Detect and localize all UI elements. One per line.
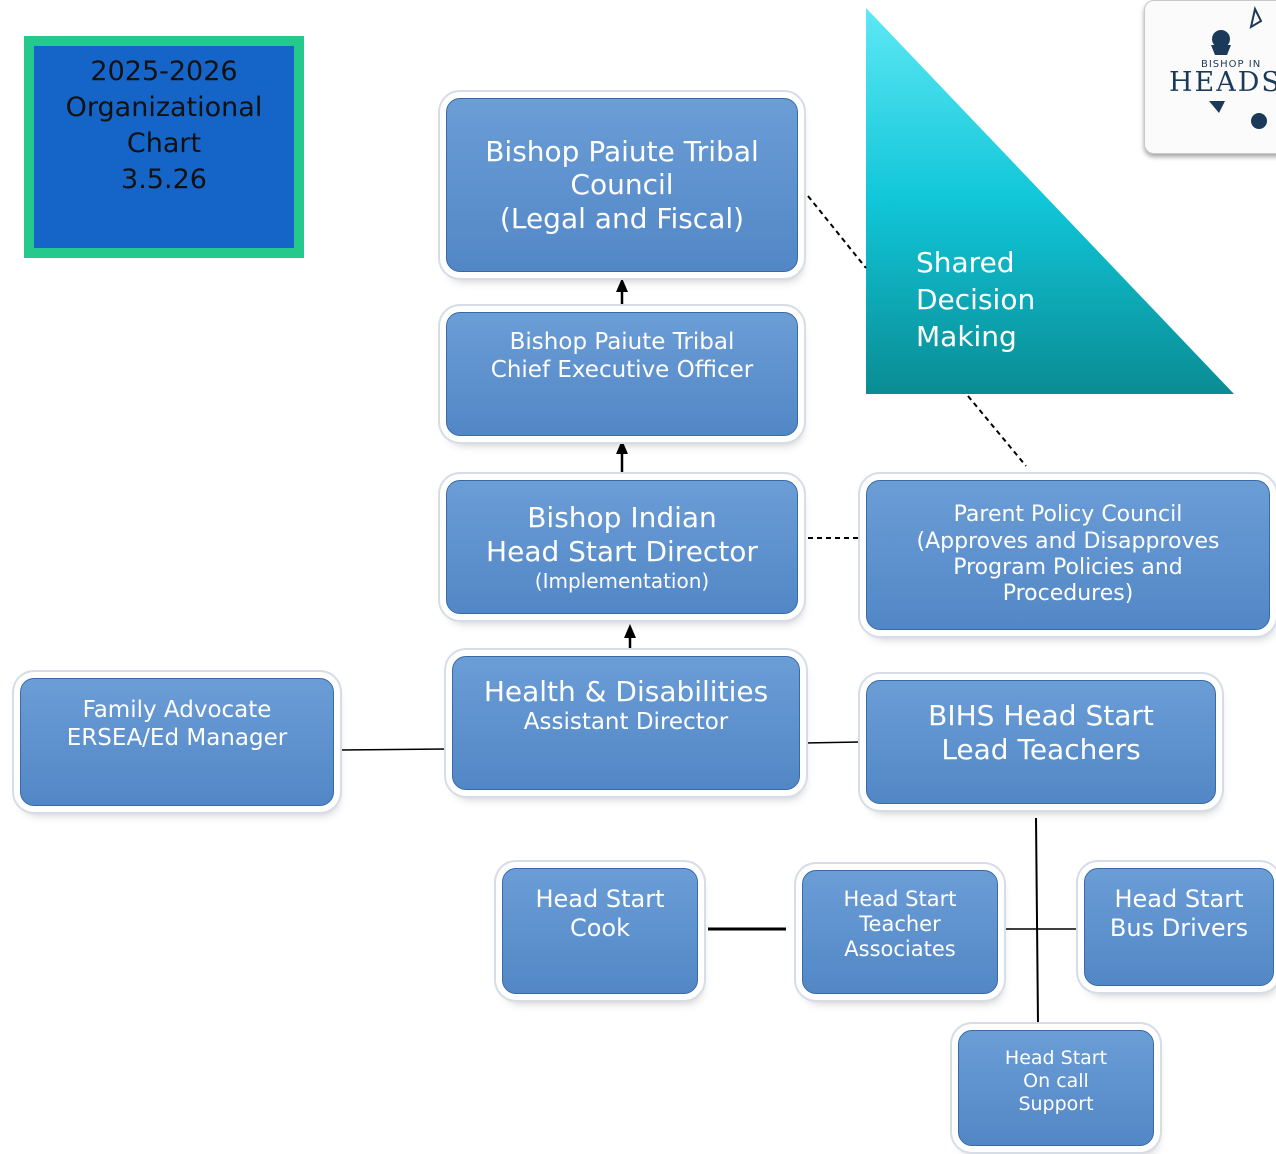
director-line2: Head Start Director: [486, 535, 758, 568]
tribal-council-line2: Council: [570, 168, 674, 202]
tribal-council-line3: (Legal and Fiscal): [499, 201, 745, 235]
connector-health-lead: [803, 741, 861, 744]
logo-main-text: HEADS: [1169, 67, 1276, 98]
associates-line1: Head Start: [843, 887, 957, 911]
arrowhead-ceo-to-council: [616, 278, 628, 292]
family-advocate-box: Family Advocate ERSEA/Ed Manager: [20, 678, 334, 806]
arrowhead-health-to-director: [624, 624, 636, 638]
associates-line3: Associates: [844, 937, 956, 962]
connector-family-health: [339, 748, 447, 751]
tribal-council-line1: Bishop Paiute Tribal: [485, 134, 759, 168]
parent-policy-council-box: Parent Policy Council (Approves and Disa…: [866, 480, 1270, 630]
cook-box: Head Start Cook: [502, 868, 698, 994]
lead-teachers-line2: Lead Teachers: [941, 732, 1141, 766]
policy-line1: Parent Policy Council: [953, 502, 1183, 528]
ceo-line2: Chief Executive Officer: [490, 356, 754, 383]
bus-drivers-line1: Head Start: [1114, 885, 1244, 913]
bus-drivers-box: Head Start Bus Drivers: [1084, 868, 1274, 986]
chart-title-year: 2025-2026: [90, 56, 238, 87]
bishop-indian-head-start-logo: BISHOP IN HEADS: [1144, 0, 1276, 154]
dashed-connector-triangle-policy: [967, 395, 1027, 467]
shared-decision-line2: Decision: [916, 283, 1036, 316]
shared-decision-label: Shared Decision Making: [916, 244, 1035, 355]
lead-teachers-line1: BIHS Head Start: [928, 699, 1154, 732]
cook-line2: Cook: [569, 913, 631, 942]
family-advocate-line1: Family Advocate: [82, 697, 272, 723]
on-call-support-box: Head Start On call Support: [958, 1030, 1154, 1146]
tribal-council-box: Bishop Paiute Tribal Council (Legal and …: [446, 98, 798, 272]
director-line1: Bishop Indian: [527, 501, 717, 535]
policy-line2: (Approves and Disapproves: [916, 528, 1220, 554]
shared-decision-triangle: [866, 8, 1234, 394]
ceo-line1: Bishop Paiute Tribal: [509, 329, 735, 355]
shared-decision-line3: Making: [916, 320, 1017, 353]
on-call-line3: Support: [1018, 1092, 1094, 1115]
health-line1: Health & Disabilities: [483, 675, 769, 708]
director-box: Bishop Indian Head Start Director (Imple…: [446, 480, 798, 614]
director-line3: (Implementation): [534, 568, 710, 593]
dashed-connector-council-triangle: [807, 195, 867, 269]
health-disabilities-box: Health & Disabilities Assistant Director: [452, 656, 800, 790]
policy-line3: Program Policies and: [953, 555, 1183, 580]
policy-line4: Procedures): [1002, 581, 1134, 607]
shared-decision-line1: Shared: [916, 246, 1015, 279]
on-call-line1: Head Start: [1004, 1047, 1108, 1069]
chart-title-box: 2025-2026 Organizational Chart 3.5.26: [24, 36, 304, 258]
ceo-box: Bishop Paiute Tribal Chief Executive Off…: [446, 312, 798, 436]
logo-top-text: BISHOP IN: [1201, 59, 1262, 70]
chart-title-date: 3.5.26: [121, 164, 207, 195]
teacher-associates-box: Head Start Teacher Associates: [802, 870, 998, 994]
chart-title-org: Organizational: [65, 92, 263, 123]
bus-drivers-line2: Bus Drivers: [1109, 913, 1249, 942]
cook-line1: Head Start: [535, 885, 665, 913]
associates-line2: Teacher: [859, 912, 941, 937]
logo-figure-icon: [1209, 6, 1267, 129]
lead-teachers-box: BIHS Head Start Lead Teachers: [866, 680, 1216, 804]
connector-lead-down: [1035, 817, 1039, 1025]
health-line2: Assistant Director: [523, 708, 729, 735]
on-call-line2: On call: [1023, 1069, 1089, 1092]
arrowhead-director-to-ceo: [616, 440, 628, 454]
chart-title-chart: Chart: [126, 128, 202, 159]
family-advocate-line2: ERSEA/Ed Manager: [66, 724, 288, 751]
